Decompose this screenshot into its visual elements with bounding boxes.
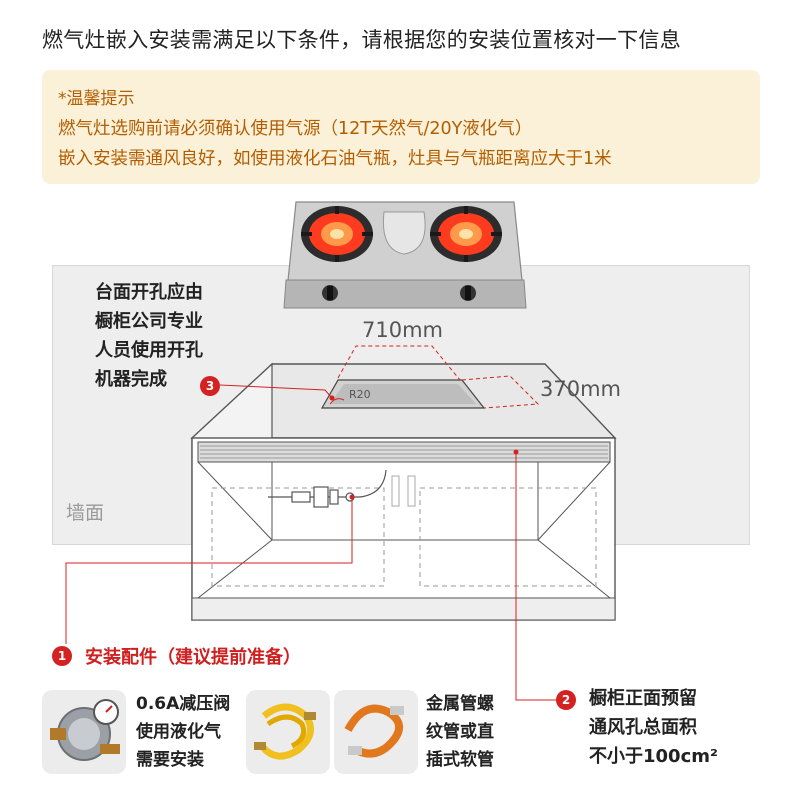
leader-2: [515, 452, 556, 701]
cutout-note-line: 人员使用开孔: [95, 340, 203, 361]
door-right-outline: [419, 487, 597, 587]
inner-edge: [537, 461, 611, 541]
badge-3: 3: [200, 376, 220, 396]
leader-3: [219, 384, 333, 399]
vent-strip: [197, 441, 611, 463]
cutout-inner: [330, 384, 476, 404]
vent-text-line: 橱柜正面预留: [589, 688, 697, 709]
depth-dimension: 370mm: [540, 377, 621, 401]
cutout-note-line: 台面开孔应由: [95, 282, 203, 303]
pressure-valve-icon: [42, 690, 126, 774]
badge-2: 2: [556, 690, 576, 710]
hose-text-line: 插式软管: [426, 750, 494, 770]
door-handle: [407, 475, 416, 507]
valve-text-line: 使用液化气: [136, 722, 221, 742]
width-dimension: 710mm: [362, 318, 443, 342]
door-left-outline: [211, 487, 385, 587]
door-handle: [391, 475, 400, 507]
radius-marker: [329, 398, 345, 405]
tip-box: *温馨提示 燃气灶选购前请必须确认使用气源（12T天然气/20Y液化气） 嵌入安…: [42, 70, 760, 184]
inner-edge: [197, 461, 273, 541]
cabinet-plinth: [191, 597, 616, 621]
page-title: 燃气灶嵌入安装需满足以下条件，请根据您的安装位置核对一下信息: [42, 28, 681, 52]
valve-description: 0.6A减压阀 使用液化气 需要安装: [136, 690, 230, 774]
cutout-note: 台面开孔应由 橱柜公司专业 人员使用开孔 机器完成: [95, 278, 203, 394]
valve-text-line: 0.6A减压阀: [136, 694, 231, 714]
vent-requirement: 橱柜正面预留 通风孔总面积 不小于100cm²: [589, 684, 718, 771]
vent-text-line: 不小于100cm²: [589, 746, 718, 767]
inner-edge: [197, 539, 273, 599]
hose-text-line: 纹管或直: [426, 722, 494, 742]
wall-label: 墙面: [66, 502, 105, 524]
leader-1: [65, 497, 353, 644]
gas-pipe: [268, 469, 387, 508]
gas-stove-illustration: [283, 201, 527, 309]
vent-text-line: 通风孔总面积: [589, 717, 697, 738]
cutout-note-line: 橱柜公司专业: [95, 311, 203, 332]
tip-heading: *温馨提示: [58, 89, 135, 109]
vent-slats: [200, 445, 608, 459]
inner-edge: [537, 539, 611, 599]
hose-description: 金属管螺 纹管或直 插式软管: [426, 690, 494, 774]
hose-icon: [246, 690, 330, 774]
depth-dim-line: [461, 375, 540, 409]
width-dim-line: [337, 345, 461, 381]
tip-gas-source: 燃气灶选购前请必须确认使用气源（12T天然气/20Y液化气）: [58, 119, 533, 139]
radius-label: R20: [349, 388, 371, 401]
badge-1: 1: [52, 646, 72, 666]
tip-ventilation: 嵌入安装需通风良好，如使用液化石油气瓶，灶具与气瓶距离应大于1米: [58, 149, 612, 169]
orange-hose-icon: [334, 690, 418, 774]
inner-back: [271, 461, 539, 541]
valve-text-line: 需要安装: [136, 750, 204, 770]
hose-text-line: 金属管螺: [426, 694, 494, 714]
cabinet-front: [191, 437, 616, 621]
cutout-note-line: 机器完成: [95, 369, 167, 390]
accessories-title: 安装配件（建议提前准备）: [85, 647, 301, 668]
